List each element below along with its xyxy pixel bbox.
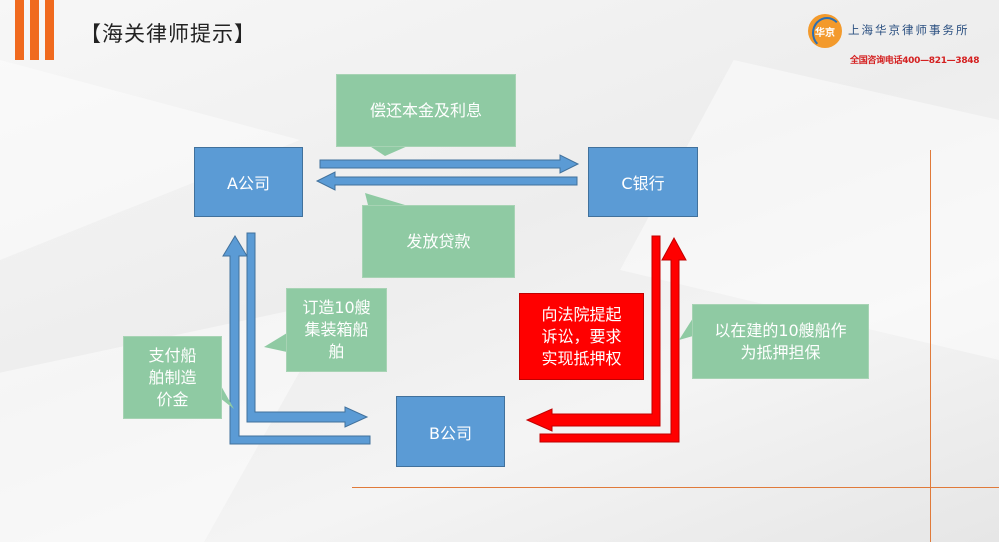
callout-tail-repay — [368, 145, 410, 156]
note-lawsuit: 向法院提起 诉讼，要求 实现抵押权 — [519, 293, 644, 380]
note-collateral: 以在建的10艘船作 为抵押担保 — [692, 304, 869, 379]
node-c-bank: C银行 — [588, 147, 698, 217]
firm-name: 上海华京律师事务所 — [848, 23, 970, 37]
firm-logo: 华京 — [808, 14, 842, 49]
decor-vertical-line — [930, 150, 931, 542]
arrow-a-to-c — [319, 154, 580, 174]
accent-bar — [45, 0, 54, 60]
decor-horizontal-line — [352, 487, 999, 488]
note-loan: 发放贷款 — [362, 205, 515, 278]
arrow-b-to-c-red — [539, 236, 687, 443]
callout-tail-pay — [220, 384, 234, 409]
page-title: 【海关律师提示】 — [80, 22, 256, 46]
accent-bar — [15, 0, 24, 60]
arrow-c-to-b-red — [525, 235, 661, 432]
arrow-a-to-b-inner — [246, 232, 369, 428]
note-repay: 偿还本金及利息 — [336, 74, 516, 147]
node-b-company: B公司 — [396, 396, 505, 467]
callout-tail-order — [264, 333, 287, 352]
arrow-b-to-a-outer — [222, 235, 371, 445]
arrow-c-to-a — [315, 171, 578, 191]
callout-tail-collateral — [679, 318, 693, 340]
note-pay-price: 支付船 舶制造 价金 — [123, 336, 222, 419]
hotline-text: 全国咨询电话400—821—3848 — [850, 56, 980, 66]
node-a-company: A公司 — [194, 147, 303, 217]
accent-bar — [30, 0, 39, 60]
note-order-ships: 订造10艘 集装箱船 舶 — [286, 288, 387, 372]
callout-tail-loan — [365, 193, 405, 205]
